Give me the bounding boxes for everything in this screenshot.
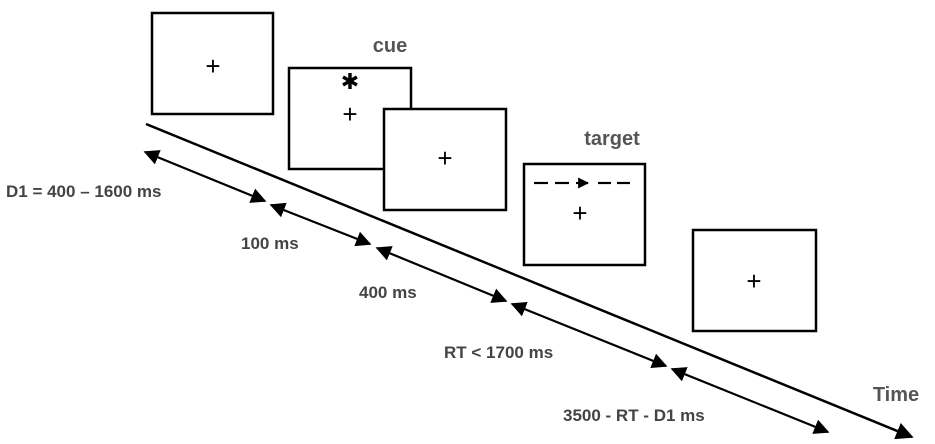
fixation-screen-3: + bbox=[691, 228, 818, 333]
fixation-cross: + bbox=[746, 266, 761, 296]
interval-arrow-rt bbox=[510, 302, 668, 368]
fixation-cross: + bbox=[572, 198, 587, 228]
fixation-cross: + bbox=[342, 99, 357, 129]
target-label: target bbox=[584, 128, 640, 150]
duration-label-iti: 3500 - RT - D1 ms bbox=[563, 406, 705, 425]
time-label: Time bbox=[873, 384, 919, 406]
fixation-cross: + bbox=[205, 51, 220, 81]
duration-label-cue: 100 ms bbox=[241, 234, 299, 253]
interval-arrow-soa bbox=[375, 246, 508, 303]
interval-arrow-d1 bbox=[143, 150, 267, 203]
asterisk-cue-icon: ✱ bbox=[341, 70, 359, 95]
interval-arrow-cue bbox=[269, 202, 372, 247]
fixation-cross: + bbox=[437, 143, 452, 173]
target-screen: + bbox=[522, 162, 647, 267]
duration-label-rt: RT < 1700 ms bbox=[444, 343, 553, 362]
duration-label-d1: D1 = 400 – 1600 ms bbox=[6, 182, 161, 201]
fixation-screen-2: + bbox=[382, 107, 508, 212]
fixation-screen-1: + bbox=[150, 11, 275, 116]
interval-arrow-iti bbox=[670, 367, 830, 434]
cue-label: cue bbox=[373, 35, 407, 57]
duration-label-soa: 400 ms bbox=[359, 283, 417, 302]
